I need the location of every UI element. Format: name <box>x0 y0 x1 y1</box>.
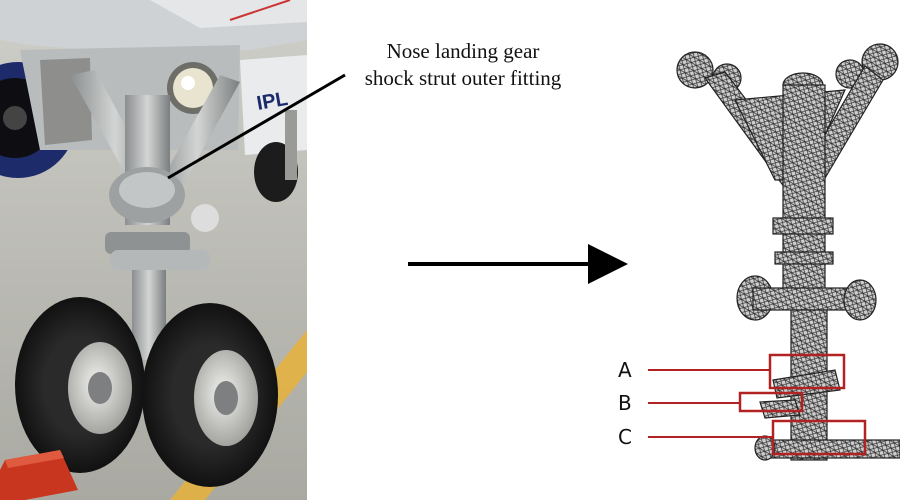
zone-label-b: B <box>618 391 632 415</box>
callout-line-1: Nose landing gear <box>386 39 540 63</box>
zone-label-a: A <box>618 358 632 382</box>
landing-gear-photo: IPL <box>0 0 307 500</box>
callout-line-2: shock strut outer fitting <box>364 66 562 90</box>
callout-label: Nose landing gear shock strut outer fitt… <box>338 38 588 92</box>
mesh-model <box>676 43 900 461</box>
zone-label-c: C <box>618 425 632 449</box>
